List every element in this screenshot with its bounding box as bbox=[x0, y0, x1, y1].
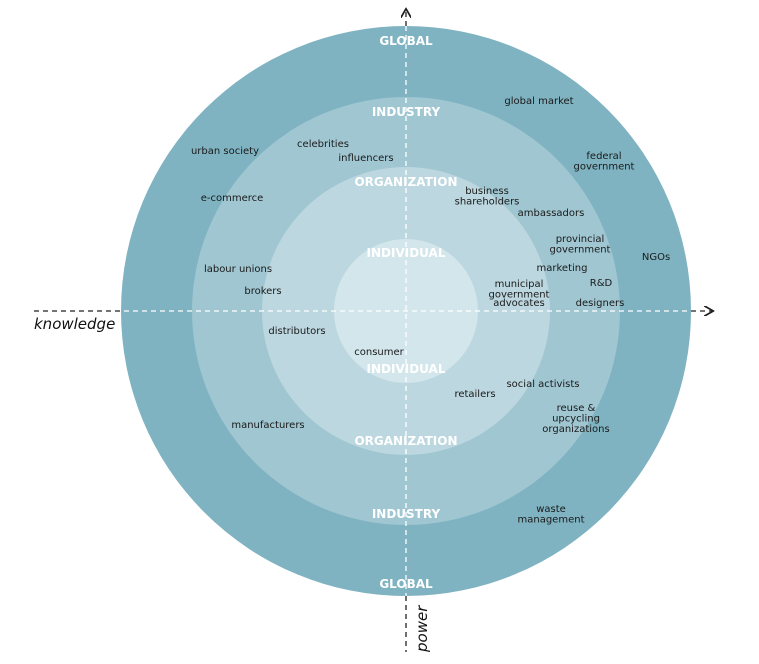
stakeholder-retailers: retailers bbox=[454, 389, 495, 400]
stakeholder-marketing: marketing bbox=[537, 263, 588, 274]
knowledge-axis-label: knowledge bbox=[34, 315, 115, 333]
stakeholder-line: advocates bbox=[493, 298, 544, 309]
stakeholder-line: organizations bbox=[542, 424, 609, 435]
stakeholder-line: ambassadors bbox=[518, 208, 585, 219]
stakeholder-advocates: advocates bbox=[493, 298, 544, 309]
stakeholder-line: upcycling bbox=[552, 414, 600, 425]
stakeholder-line: manufacturers bbox=[231, 420, 304, 431]
stakeholder-line: NGOs bbox=[642, 252, 670, 263]
stakeholder-consumer: consumer bbox=[354, 347, 404, 358]
stakeholder-line: federal bbox=[586, 151, 621, 162]
ring-label-organization-top: ORGANIZATION bbox=[354, 175, 457, 189]
stakeholder-line: R&D bbox=[590, 278, 613, 289]
stakeholder-line: marketing bbox=[537, 263, 588, 274]
stakeholder-line: e-commerce bbox=[201, 193, 264, 204]
stakeholder-manufacturers: manufacturers bbox=[231, 420, 304, 431]
stakeholder-line: designers bbox=[576, 298, 625, 309]
stakeholder-labour-unions: labour unions bbox=[204, 264, 272, 275]
stakeholder-line: distributors bbox=[268, 326, 325, 337]
stakeholder-line: municipal bbox=[495, 279, 544, 290]
ring-label-industry-top: INDUSTRY bbox=[372, 105, 441, 119]
stakeholder-line: consumer bbox=[354, 347, 404, 358]
stakeholder-ambassadors: ambassadors bbox=[518, 208, 585, 219]
ring-label-individual-bottom: INDIVIDUAL bbox=[367, 362, 446, 376]
stakeholder-line: waste bbox=[536, 504, 566, 515]
power-axis-label: power bbox=[413, 605, 431, 653]
ring-label-organization-bottom: ORGANIZATION bbox=[354, 434, 457, 448]
stakeholder-labels: global market urban society celebrities inf… bbox=[191, 96, 670, 526]
stakeholder-line: provincial bbox=[556, 234, 605, 245]
stakeholder-line: reuse & bbox=[557, 403, 596, 414]
stakeholder-line: influencers bbox=[338, 153, 393, 164]
ring-label-individual-top: INDIVIDUAL bbox=[367, 246, 446, 260]
stakeholder-line: government bbox=[489, 290, 550, 301]
ring-label-global-top: GLOBAL bbox=[379, 34, 433, 48]
stakeholder-ngos: NGOs bbox=[642, 252, 670, 263]
stakeholder-urban-society: urban society bbox=[191, 146, 259, 157]
stakeholder-influencers: influencers bbox=[338, 153, 393, 164]
stakeholder-line: shareholders bbox=[455, 197, 520, 208]
stakeholder-designers: designers bbox=[576, 298, 625, 309]
ring-label-industry-bottom: INDUSTRY bbox=[372, 507, 441, 521]
stakeholder-line: social activists bbox=[506, 379, 579, 390]
stakeholder-brokers: brokers bbox=[244, 286, 281, 297]
stakeholder-line: urban society bbox=[191, 146, 259, 157]
stakeholder-line: government bbox=[550, 245, 611, 256]
stakeholder-r-and-d: R&D bbox=[590, 278, 613, 289]
stakeholder-global-market: global market bbox=[504, 96, 573, 107]
stakeholder-line: government bbox=[574, 162, 635, 173]
stakeholder-distributors: distributors bbox=[268, 326, 325, 337]
stakeholder-line: global market bbox=[504, 96, 573, 107]
stakeholder-celebrities: celebrities bbox=[297, 139, 349, 150]
stakeholder-line: celebrities bbox=[297, 139, 349, 150]
stakeholder-social-activists: social activists bbox=[506, 379, 579, 390]
stakeholder-line: labour unions bbox=[204, 264, 272, 275]
stakeholder-line: business bbox=[465, 186, 509, 197]
stakeholder-line: brokers bbox=[244, 286, 281, 297]
ring-label-global-bottom: GLOBAL bbox=[379, 577, 433, 591]
stakeholder-e-commerce: e-commerce bbox=[201, 193, 264, 204]
stakeholder-line: retailers bbox=[454, 389, 495, 400]
stakeholder-line: management bbox=[518, 515, 585, 526]
